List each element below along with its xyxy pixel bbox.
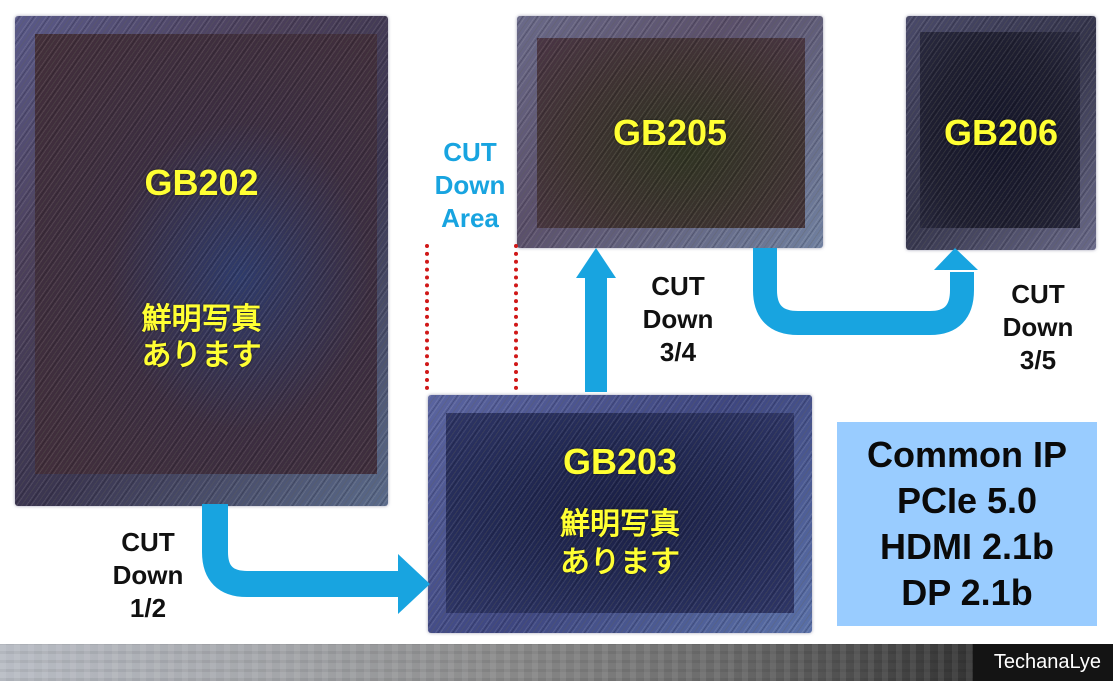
- arrow-u-turn-icon: [753, 248, 978, 335]
- ip-line: DP 2.1b: [901, 572, 1033, 613]
- brand-logo: TechanaLye: [993, 651, 1101, 673]
- die-core: [537, 38, 805, 228]
- die-gb206: GB206: [906, 16, 1096, 250]
- ip-line: Common IP: [866, 434, 1067, 475]
- die-gb203: GB203 鮮明写真 あります: [428, 395, 812, 633]
- die-note-line2: あります: [141, 339, 262, 372]
- cut-down-three-fifths-label: CUT Down 3/5: [1002, 279, 1074, 375]
- die-label-gb206: GB206: [943, 112, 1059, 153]
- die-note-line2: あります: [560, 546, 680, 579]
- die-core: [920, 32, 1080, 228]
- arrow-right-icon: [202, 504, 430, 614]
- cut-down-area-label: CUT Down Area: [434, 137, 506, 233]
- die-note-line1: 鮮明写真: [560, 508, 680, 541]
- die-core: [446, 413, 794, 613]
- ip-line: HDMI 2.1b: [879, 526, 1055, 567]
- die-core: [35, 34, 377, 474]
- circuit-board-texture: [0, 644, 1113, 681]
- die-label-gb205: GB205: [612, 112, 728, 153]
- common-ip-box: Common IP PCIe 5.0 HDMI 2.1b DP 2.1b: [837, 422, 1097, 626]
- arrow-up-icon: [576, 248, 616, 392]
- cut-area-left-boundary: [425, 244, 429, 390]
- ip-line: PCIe 5.0: [896, 480, 1038, 521]
- footer-banner: TechanaLye: [0, 644, 1113, 681]
- die-label-gb202: GB202: [144, 162, 259, 203]
- die-note-line1: 鮮明写真: [141, 303, 262, 336]
- die-gb205: GB205: [517, 16, 823, 248]
- cut-area-right-boundary: [514, 244, 518, 390]
- cut-down-half-label: CUT Down 1/2: [112, 527, 184, 623]
- cut-down-three-quarters-label: CUT Down 3/4: [642, 271, 714, 367]
- die-gb202: GB202 鮮明写真 あります: [15, 16, 388, 506]
- die-label-gb203: GB203: [562, 441, 678, 482]
